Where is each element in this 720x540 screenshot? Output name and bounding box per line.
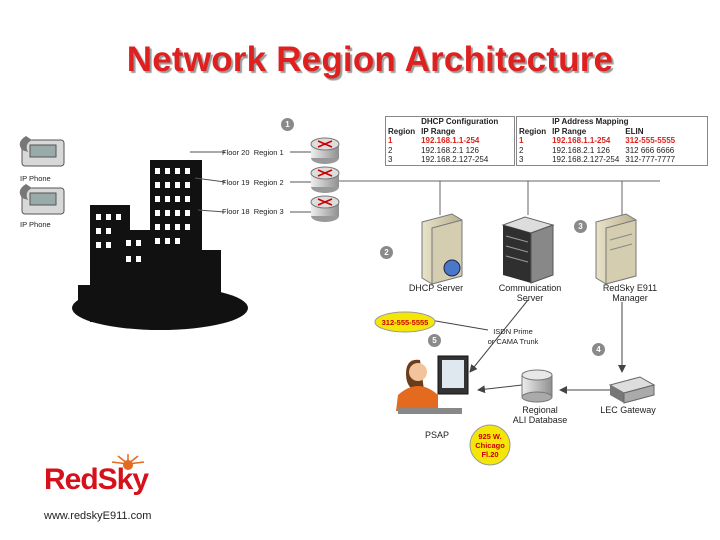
table-cell: 312-777-7777 <box>625 155 676 164</box>
dhcp-configuration-table: DHCP Configuration Region IP Range 1 192.1… <box>385 116 515 166</box>
table-cell: 1 <box>519 136 524 145</box>
col-header: IP Range <box>552 126 587 136</box>
ip-address-mapping-table: IP Address Mapping Region IP Range ELIN 1 1… <box>516 116 708 166</box>
dhcp-caption: DHCP Configuration <box>421 117 499 126</box>
elin-callout <box>374 311 436 333</box>
col-header: ELIN <box>625 126 644 136</box>
router-icon <box>310 166 340 193</box>
col-header: Region <box>519 126 547 136</box>
table-cell: 312-555-5555 <box>625 136 676 145</box>
psap-operator-icon <box>396 355 469 414</box>
table-cell: 192.168.2.127-254 <box>552 155 620 164</box>
ip-phone-icon <box>19 136 65 167</box>
table-cell: 192.168.2.1 126 <box>552 145 610 155</box>
router-icon <box>310 137 340 164</box>
redsky-sun-logo-icon <box>111 454 145 470</box>
table-cell: 3 <box>388 155 393 164</box>
e911-manager-server-icon <box>595 213 637 285</box>
table-cell: 192.168.1.1-254 <box>421 136 480 145</box>
ali-database-icon <box>521 369 553 403</box>
col-header: IP Range <box>421 126 456 136</box>
psap-label: PSAP <box>424 430 449 440</box>
router-icon <box>310 195 340 222</box>
step-badge-4: 4 <box>592 343 605 356</box>
col-header: Region <box>388 126 416 136</box>
ip-phone-label: IP Phone <box>20 174 51 183</box>
dhcp-server-icon <box>421 213 463 285</box>
step-badge-1: 1 <box>281 118 294 131</box>
lec-gateway-icon <box>608 376 656 404</box>
dhcp-server-label: DHCP Server <box>408 283 464 293</box>
table-cell: 312 666 6666 <box>625 145 675 155</box>
mapping-caption: IP Address Mapping <box>552 117 629 126</box>
website-url: www.redskyE911.com <box>44 510 152 522</box>
floor-label: Floor 19 Region 2 <box>222 178 284 187</box>
step-badge-3: 3 <box>574 220 587 233</box>
floor-label: Floor 20 Region 1 <box>222 148 284 157</box>
table-cell: 1 <box>388 136 393 145</box>
table-cell: 3 <box>519 155 524 164</box>
communication-server-icon <box>501 216 555 284</box>
elin-callout-text: 312-555-5555 <box>381 318 429 327</box>
office-building <box>72 160 248 330</box>
table-cell: 2 <box>519 145 524 155</box>
floor-label: Floor 18 Region 3 <box>222 207 284 216</box>
ip-phone-icon <box>19 184 65 215</box>
step-badge-5: 5 <box>428 334 441 347</box>
address-callout <box>469 424 511 466</box>
table-cell: 2 <box>388 145 393 155</box>
slide-title: Network Region Architecture <box>126 40 614 79</box>
redsky-logo: RedSky <box>44 463 149 496</box>
table-cell: 192.168.1.1-254 <box>552 136 611 145</box>
step-badge-2: 2 <box>380 246 393 259</box>
ip-phone-label: IP Phone <box>20 220 51 229</box>
lec-gateway-label: LEC Gateway <box>600 405 656 415</box>
table-cell: 192.168.2.1 126 <box>421 145 479 155</box>
table-cell: 192.168.2.127-254 <box>421 155 489 164</box>
